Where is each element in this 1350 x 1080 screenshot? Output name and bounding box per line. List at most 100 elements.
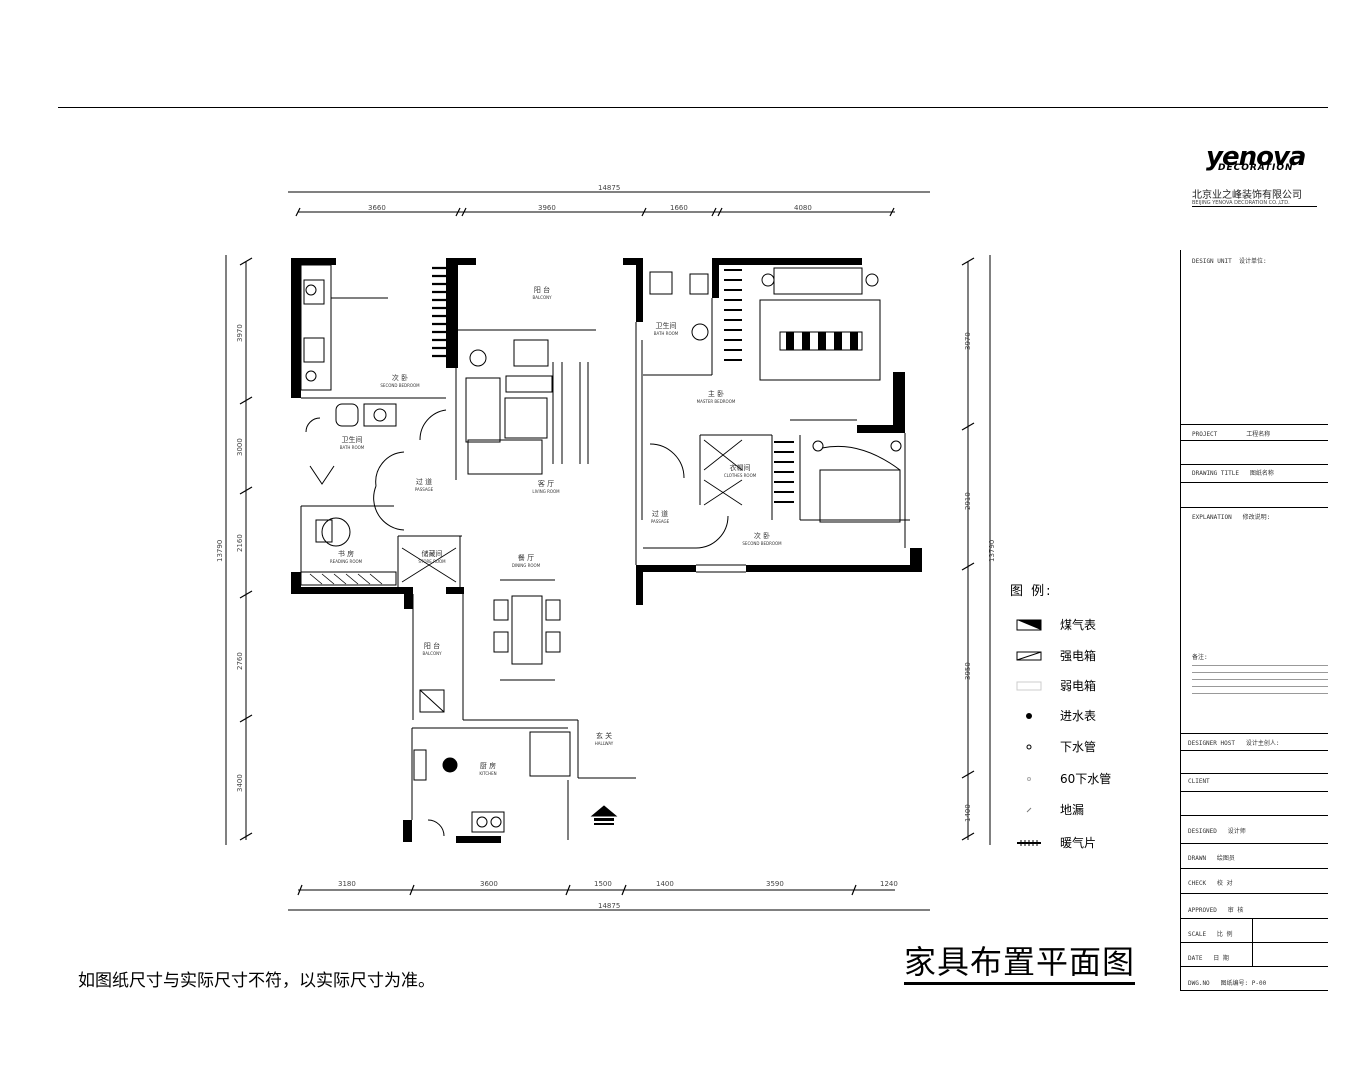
svg-text:CLOTHES ROOM: CLOTHES ROOM: [724, 473, 757, 478]
drain-pipe-icon: [1016, 741, 1042, 753]
dim-top-3: 4080: [794, 204, 812, 212]
floor-plan: 14875 3660 3960 1660 4080 3180 3600 1500…: [216, 184, 996, 911]
svg-text:储藏间: 储藏间: [422, 549, 443, 558]
title-block-row: DRAWN 绘图员: [1188, 855, 1235, 862]
room-passage-left: 过 道 PASSAGE: [415, 477, 434, 492]
legend-item: 60下水管: [1016, 770, 1111, 787]
room-passage-right: 过 道 PASSAGE: [651, 509, 670, 524]
legend-item: 下水管: [1016, 738, 1096, 755]
dim-bottom-1: 3600: [480, 880, 498, 888]
company-logo: yenova: [1206, 142, 1306, 172]
svg-text:阳 台: 阳 台: [534, 285, 550, 294]
svg-text:PASSAGE: PASSAGE: [415, 487, 434, 492]
dim-bottom-0: 3180: [338, 880, 356, 888]
legend-item: 暖气片: [1016, 834, 1096, 851]
project-label: PROJECT 工程名称: [1192, 431, 1271, 438]
legend-item-label: 煤气表: [1060, 618, 1097, 632]
room-kitchen: 厨 房 KITCHEN: [479, 761, 496, 776]
room-balcony-top: 阳 台 BALCONY: [532, 285, 552, 300]
svg-text:玄 关: 玄 关: [596, 731, 612, 740]
drain-60-icon: [1016, 773, 1042, 785]
drawing-title-label: DRAWING TITLE 图纸名称: [1192, 470, 1274, 477]
svg-text:书 房: 书 房: [338, 549, 354, 558]
dim-top-2: 1660: [670, 204, 688, 212]
svg-text:卫生间: 卫生间: [656, 321, 677, 330]
svg-text:过 道: 过 道: [652, 509, 668, 518]
room-balcony-bottom: 阳 台 BALCONY: [422, 641, 442, 656]
room-reading-room: 书 房 READING ROOM: [330, 549, 363, 564]
svg-text:阳 台: 阳 台: [424, 641, 440, 650]
room-clothes-room: 衣帽间 CLOTHES ROOM: [724, 463, 757, 478]
title-block-row: DWG.NO 图纸编号: P-00: [1188, 980, 1267, 987]
company-name-en: BEIJING YENOVA DECORATION CO.,LTD.: [1192, 200, 1317, 207]
room-bathroom-right: 卫生间 BATH ROOM: [654, 321, 679, 336]
designer-host-label: DESIGNER HOST 设计主创人:: [1188, 740, 1280, 747]
legend-item-label: 强电箱: [1060, 649, 1097, 663]
company-name: 北京业之峰装饰有限公司: [1192, 190, 1302, 201]
svg-text:SECOND BEDROOM: SECOND BEDROOM: [742, 541, 782, 546]
room-bathroom-left: 卫生间 BATH ROOM: [340, 435, 365, 450]
legend-item: 进水表: [1016, 707, 1096, 724]
dim-bottom-2: 1500: [594, 880, 612, 888]
legend-item: 煤气表: [1016, 616, 1096, 633]
room-living-room: 客 厅 LIVING ROOM: [532, 479, 560, 494]
svg-text:LIVING ROOM: LIVING ROOM: [532, 489, 560, 494]
plan-graphics: [225, 191, 991, 911]
strong-power-box-icon: [1016, 650, 1042, 662]
svg-text:卫生间: 卫生间: [342, 435, 363, 444]
legend-item: 地漏: [1016, 801, 1084, 818]
svg-text:DINING ROOM: DINING ROOM: [512, 563, 541, 568]
notes-text-block: [1192, 662, 1328, 696]
legend-item: 弱电箱: [1016, 677, 1096, 694]
svg-text:BALCONY: BALCONY: [532, 295, 552, 300]
dim-bottom-5: 1240: [880, 880, 898, 888]
legend-title: 图 例:: [1010, 584, 1053, 599]
svg-text:HALLWAY: HALLWAY: [595, 741, 614, 746]
room-hallway: 玄 关 HALLWAY: [595, 731, 614, 746]
notes-label: 备注:: [1192, 654, 1208, 661]
floor-drain-icon: [1016, 804, 1042, 816]
dim-top-total: 14875: [598, 184, 620, 192]
room-master-bedroom: 主 卧 MASTER BEDROOM: [697, 389, 736, 404]
footnote: 如图纸尺寸与实际尺寸不符，以实际尺寸为准。: [78, 971, 435, 991]
room-second-bedroom-left: 次 卧 SECOND BEDROOM: [380, 373, 420, 388]
top-border-line: [58, 107, 1328, 108]
legend-item-label: 暖气片: [1060, 836, 1097, 850]
title-block-row: DATE 日 期: [1188, 955, 1229, 962]
dim-left-2: 2160: [236, 534, 244, 552]
title-block-row: DESIGNED 设计师: [1188, 828, 1246, 835]
water-meter-icon: [1016, 710, 1042, 722]
svg-text:衣帽间: 衣帽间: [730, 463, 751, 472]
svg-text:厨 房: 厨 房: [480, 761, 496, 770]
company-logo-sub: DECORATION: [1218, 163, 1294, 173]
legend-item-label: 弱电箱: [1060, 679, 1097, 693]
dim-right-2: 3950: [964, 662, 972, 680]
svg-text:SECOND BEDROOM: SECOND BEDROOM: [380, 383, 420, 388]
svg-text:PASSAGE: PASSAGE: [651, 519, 670, 524]
walls: [291, 258, 922, 843]
dim-left-total: 13790: [216, 540, 224, 562]
client-label: CLIENT: [1188, 778, 1210, 785]
svg-text:KITCHEN: KITCHEN: [479, 771, 496, 776]
svg-text:客 厅: 客 厅: [538, 479, 554, 488]
room-store-room: 储藏间 STORE ROOM: [418, 549, 446, 564]
title-block-row: CHECK 校 对: [1188, 880, 1233, 887]
room-dining-room: 餐 厅 DINING ROOM: [512, 553, 541, 568]
dim-right-0: 3970: [964, 332, 972, 350]
legend-item-label: 进水表: [1060, 709, 1097, 723]
drawing-title: 家具布置平面图: [904, 942, 1136, 985]
dim-right-total: 13790: [988, 540, 996, 562]
svg-text:MASTER BEDROOM: MASTER BEDROOM: [697, 399, 736, 404]
dim-left-4: 3400: [236, 774, 244, 792]
dim-left-3: 2760: [236, 652, 244, 670]
radiator-icon: [1016, 837, 1042, 849]
svg-text:次 卧: 次 卧: [392, 373, 408, 382]
title-block-border: [1180, 250, 1181, 990]
svg-text:餐 厅: 餐 厅: [518, 553, 534, 562]
legend-item-label: 下水管: [1060, 740, 1097, 754]
svg-text:READING ROOM: READING ROOM: [330, 559, 363, 564]
svg-text:次 卧: 次 卧: [754, 531, 770, 540]
dim-bottom-3: 1400: [656, 880, 674, 888]
svg-text:BALCONY: BALCONY: [422, 651, 442, 656]
weak-power-box-icon: [1016, 680, 1042, 692]
